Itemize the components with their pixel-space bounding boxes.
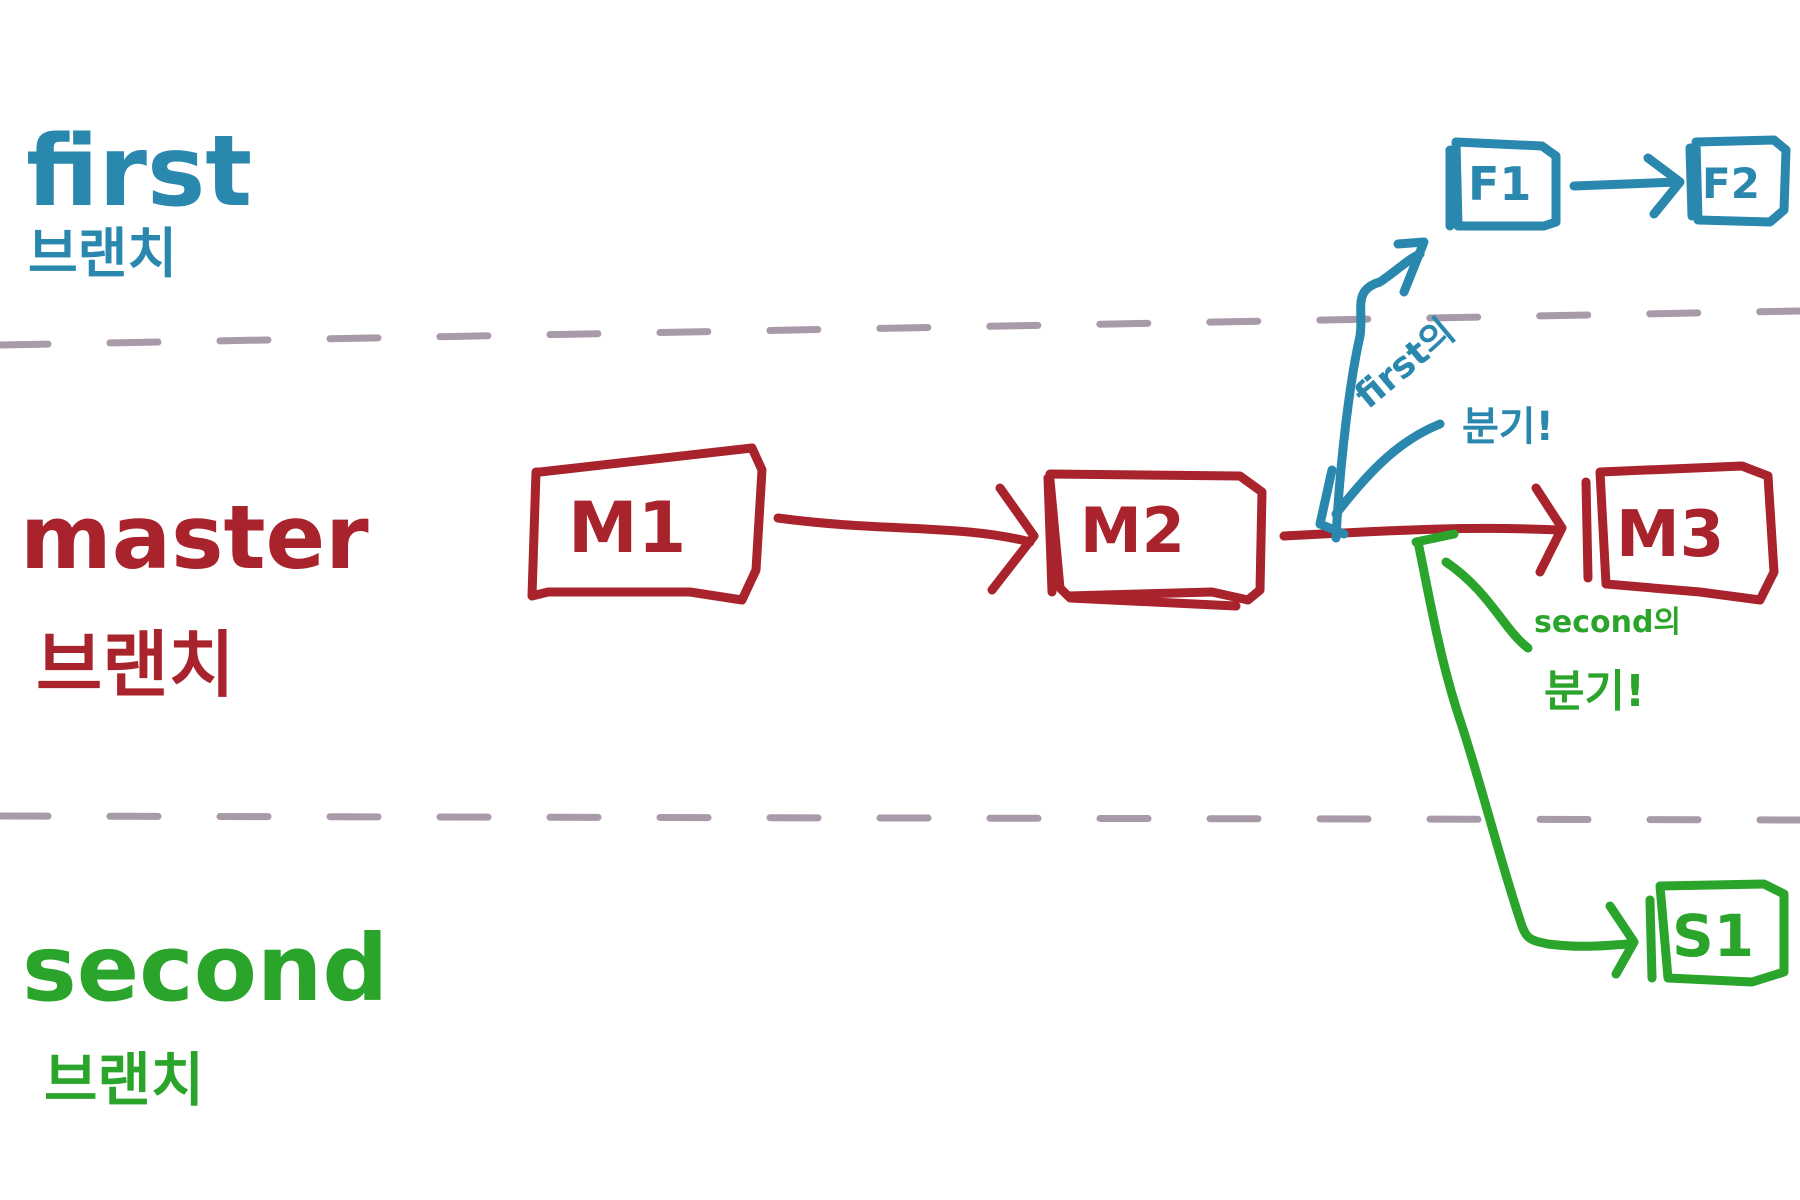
lane-second-subtitle: 브랜치 [44,1046,204,1114]
commit-m3-label: M3 [1616,498,1724,572]
commit-m2-box [1045,469,1267,605]
divider-line-bottom [0,812,1800,824]
commit-f2-left-bar [1685,143,1697,221]
commit-m1: M1 [527,443,767,605]
divider-top [0,307,1800,349]
commit-f1-box [1451,137,1561,231]
commit-m1-box [527,443,767,605]
commit-m3: M3 [1581,461,1779,605]
fork-second-pointer [1441,557,1533,653]
lane-second: second 브랜치 [22,915,388,1114]
lane-first-title: first [26,115,252,229]
fork-first-arrowhead [1393,237,1429,297]
fork-second-action: 분기! [1544,666,1645,717]
commit-m1-label: M1 [568,487,686,569]
arrow-f1-f2 [1569,177,1683,191]
lane-first-subtitle: 브랜치 [28,222,177,285]
commit-s1-box [1655,879,1789,987]
commit-s1-label: S1 [1672,902,1754,970]
arrowhead-f1-f2 [1643,153,1685,219]
commit-f1: F1 [1445,137,1561,231]
arrow-m2-m3 [1279,523,1565,541]
lane-second-title: second [22,915,388,1022]
fork-second-word: second의 [1534,605,1681,640]
lane-master-subtitle: 브랜치 [36,623,235,707]
lane-master: master 브랜치 [20,486,369,707]
arrowhead-m2-m3 [1531,483,1567,577]
commit-f1-label: F1 [1468,157,1531,211]
fork-second-line [1413,537,1633,951]
divider-line-top [0,307,1800,349]
commit-m3-left-bar [1581,477,1593,583]
fork-first-line [1331,249,1425,543]
commit-m2-underline [1065,593,1241,611]
commit-f2-box [1691,135,1791,227]
divider-bottom [0,812,1800,824]
commit-m3-box [1595,461,1779,605]
commit-m2-left-bar [1043,473,1057,597]
fork-first-pointer-head [1315,465,1349,539]
arrowhead-m1-m2 [987,483,1039,595]
fork-first-action: 분기! [1462,404,1554,450]
commit-m2: M2 [1043,469,1267,611]
lane-first: first 브랜치 [26,115,252,285]
fork-first-pointer [1331,419,1445,519]
commit-m2-label: M2 [1080,494,1185,567]
arrow-m1-m2 [773,513,1035,547]
commit-f2-label: F2 [1702,159,1760,208]
commit-s1: S1 [1645,879,1789,987]
fork-second-pointer-head [1411,529,1459,547]
commit-f2: F2 [1685,135,1791,227]
fork-second-arrowhead [1605,901,1639,979]
lane-master-title: master [20,486,369,589]
commit-s1-left-bar [1645,895,1657,983]
